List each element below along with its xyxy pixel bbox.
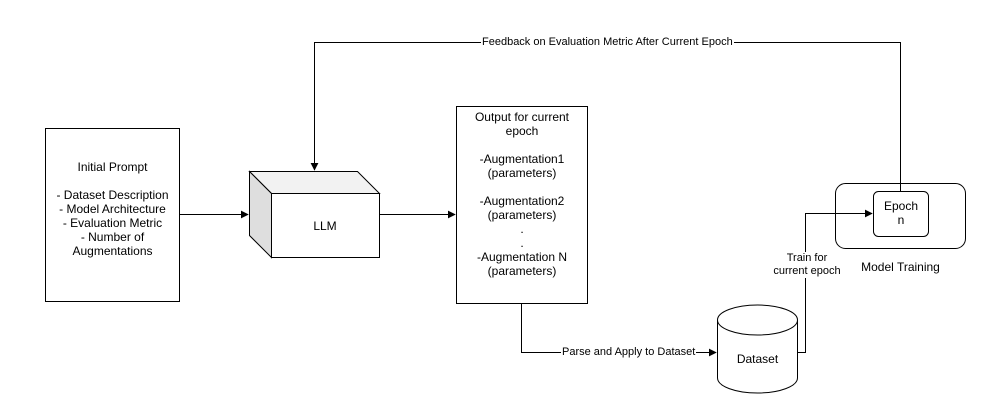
parse-apply-edge-label: Parse and Apply to Dataset: [561, 346, 697, 359]
output-dot: .: [520, 222, 524, 236]
output-aug2: -Augmentation2: [479, 194, 565, 208]
initial-prompt-item: - Number of: [80, 230, 145, 244]
output-text: Output for current epoch -Augmentation1 …: [456, 110, 588, 278]
feedback-edge-label: Feedback on Evaluation Metric After Curr…: [481, 36, 734, 49]
output-aug1-params: (parameters): [487, 166, 557, 180]
train-edge-label: Train for current epoch: [760, 252, 854, 278]
initial-prompt-item: - Dataset Description: [56, 188, 169, 202]
output-augn: -Augmentation N: [476, 250, 568, 264]
output-augn-params: (parameters): [487, 264, 557, 278]
edge-feedback: [310, 42, 901, 192]
initial-prompt-item: - Model Architecture: [59, 202, 166, 216]
epoch-label: Epoch n: [873, 199, 929, 227]
train-edge-label-line2: current epoch: [773, 265, 841, 277]
edge-dataset-to-epoch: [797, 209, 873, 353]
output-aug1: -Augmentation1: [479, 152, 565, 166]
dataset-cylinder-body: [717, 320, 798, 394]
dataset-cylinder-top: [717, 304, 798, 336]
output-title-line1: Output for current: [474, 110, 570, 124]
epoch-label-line2: n: [897, 213, 905, 227]
output-dot: .: [520, 236, 524, 250]
output-aug2-params: (parameters): [487, 208, 557, 222]
model-training-label: Model Training: [861, 260, 940, 274]
llm-cube[interactable]: [248, 170, 381, 259]
output-title-line2: epoch: [505, 124, 539, 138]
initial-prompt-text: Initial Prompt - Dataset Description - M…: [45, 160, 180, 258]
output-box[interactable]: [456, 106, 588, 304]
initial-prompt-item: - Evaluation Metric: [62, 216, 163, 230]
llm-cube-front: [271, 193, 380, 258]
initial-prompt-box[interactable]: [45, 128, 180, 302]
dataset-label: Dataset: [736, 352, 779, 366]
train-edge-label-line1: Train for: [786, 252, 828, 264]
epoch-label-line1: Epoch: [883, 199, 919, 213]
initial-prompt-title: Initial Prompt: [77, 160, 148, 174]
initial-prompt-item: Augmentations: [72, 244, 153, 258]
llm-cube-top: [248, 171, 381, 194]
llm-label: LLM: [313, 219, 337, 233]
dataset-cylinder[interactable]: [717, 304, 798, 394]
